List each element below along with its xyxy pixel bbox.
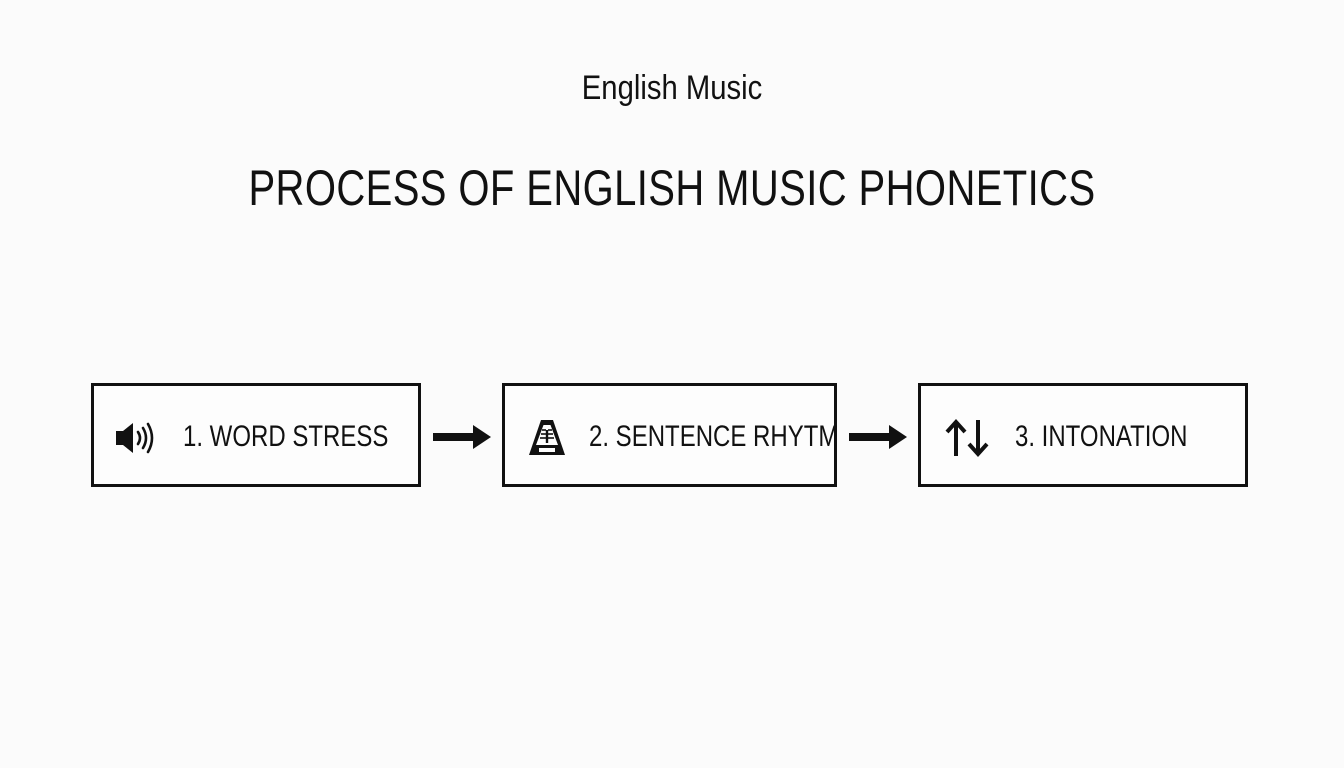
step-label: 1. WORD STRESS	[183, 420, 389, 453]
step-intonation: 3. INTONATION	[918, 383, 1248, 487]
step-sentence-rhythm: 2. SENTENCE RHYTM	[502, 383, 839, 487]
up-down-arrows-icon	[943, 418, 991, 458]
diagram-subtitle: English Music	[581, 69, 763, 107]
arrow-right-icon	[847, 422, 909, 452]
step-label: 3. INTONATION	[1015, 420, 1188, 453]
step-label: 2. SENTENCE RHYTM	[589, 420, 839, 453]
step-word-stress: 1. WORD STRESS	[91, 383, 421, 487]
speaker-icon	[114, 418, 162, 458]
metronome-icon	[525, 418, 573, 458]
arrow-right-icon	[431, 422, 493, 452]
diagram-title: PROCESS OF ENGLISH MUSIC PHONETICS	[248, 160, 1096, 216]
